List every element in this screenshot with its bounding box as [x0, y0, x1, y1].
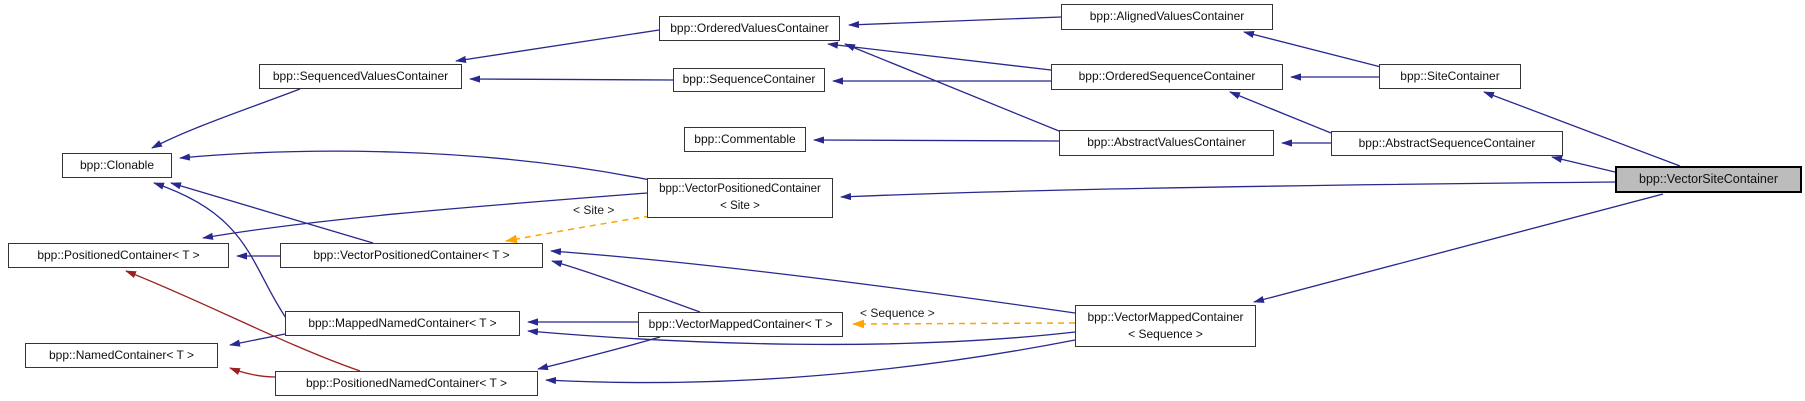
- edge-vectorpositionedsite-to-positionedcontainer: [202, 192, 648, 240]
- node-label: bpp::SequenceContainer: [682, 72, 816, 87]
- edge-orderedvalues-to-sequencedvalues: [455, 29, 660, 64]
- edge-sequencedvalues-to-clonable: [151, 88, 301, 149]
- node-label: bpp::VectorSiteContainer: [1639, 172, 1778, 187]
- node-clonable[interactable]: bpp::Clonable: [62, 153, 172, 178]
- node-label-line2: < Sequence >: [1128, 327, 1203, 341]
- node-label: bpp::VectorPositionedContainer< T >: [313, 247, 510, 262]
- edge-template-site: [505, 215, 651, 244]
- node-aligned-values-container[interactable]: bpp::AlignedValuesContainer: [1061, 4, 1273, 30]
- node-label: bpp::VectorMappedContainer< T >: [648, 316, 833, 331]
- node-ordered-sequence-container[interactable]: bpp::OrderedSequenceContainer: [1051, 64, 1283, 90]
- node-vector-mapped-container-sequence[interactable]: bpp::VectorMappedContainer < Sequence >: [1075, 305, 1256, 347]
- edge-abstractvalues-to-orderedvalues: [844, 43, 1060, 132]
- node-abstract-sequence-container[interactable]: bpp::AbstractSequenceContainer: [1331, 131, 1563, 156]
- edge-sitecontainer-to-alignedvalues: [1243, 30, 1382, 68]
- edge-mappednamed-to-namedcontainer: [229, 333, 286, 347]
- edge-vectormappedsequence-to-mappednamed: [527, 328, 1076, 346]
- edge-vectorsite-to-abstractsequence: [1551, 155, 1616, 173]
- node-positioned-container[interactable]: bpp::PositionedContainer< T >: [8, 243, 229, 268]
- edge-vectorpositionedsite-to-clonable: [179, 150, 651, 181]
- node-commentable[interactable]: bpp::Commentable: [684, 127, 806, 152]
- node-sequence-container[interactable]: bpp::SequenceContainer: [673, 68, 825, 92]
- node-label: bpp::SequencedValuesContainer: [272, 68, 449, 83]
- edge-vectormappedt-to-vectorpositionedt: [551, 260, 701, 313]
- node-label: bpp::VectorMappedContainer: [1087, 309, 1244, 324]
- node-label: bpp::PositionedContainer< T >: [37, 247, 200, 262]
- node-sequenced-values-container[interactable]: bpp::SequencedValuesContainer: [259, 64, 462, 89]
- node-label: bpp::NamedContainer< T >: [49, 347, 194, 362]
- edge-abstractvalues-to-commentable: [813, 136, 1060, 144]
- node-label: bpp::SiteContainer: [1400, 68, 1500, 83]
- node-label: bpp::AbstractSequenceContainer: [1358, 135, 1536, 150]
- node-label-line2: < Site >: [720, 200, 760, 212]
- template-arg-label-sequence: < Sequence >: [860, 306, 935, 320]
- edge-template-sequence: [852, 319, 1076, 329]
- node-label: bpp::VectorPositionedContainer: [659, 183, 821, 196]
- node-vector-positioned-container-site[interactable]: bpp::VectorPositionedContainer < Site >: [647, 178, 833, 218]
- node-vector-site-container[interactable]: bpp::VectorSiteContainer: [1615, 166, 1802, 193]
- node-label: bpp::Commentable: [694, 131, 796, 146]
- node-vector-mapped-container-t[interactable]: bpp::VectorMappedContainer< T >: [638, 312, 843, 337]
- edge-vectormappedsequence-to-vectorpositionedt: [550, 248, 1076, 314]
- edge-vectorsite-to-vectorpositionedsite: [840, 181, 1616, 201]
- node-label: bpp::AlignedValuesContainer: [1089, 9, 1245, 24]
- node-named-container[interactable]: bpp::NamedContainer< T >: [25, 343, 218, 368]
- node-positioned-named-container[interactable]: bpp::PositionedNamedContainer< T >: [275, 371, 538, 396]
- node-site-container[interactable]: bpp::SiteContainer: [1379, 64, 1521, 89]
- edge-vectorpositionedt-to-clonable: [170, 182, 374, 244]
- node-label: bpp::Clonable: [79, 157, 155, 172]
- node-abstract-values-container[interactable]: bpp::AbstractValuesContainer: [1059, 130, 1274, 156]
- edge-alignedvalues-to-orderedvalues: [848, 16, 1062, 29]
- edge-positionednamed-to-positionedcontainer: [125, 270, 361, 372]
- node-vector-positioned-container-t[interactable]: bpp::VectorPositionedContainer< T >: [280, 243, 543, 268]
- node-label: bpp::PositionedNamedContainer< T >: [305, 375, 508, 390]
- edge-vectorsite-to-vectormappedsequence: [1253, 193, 1664, 303]
- edge-mappednamed-to-clonable: [153, 182, 287, 319]
- edge-vectormappedt-to-positionednamed: [537, 336, 661, 371]
- edge-positionednamed-to-namedcontainer: [229, 367, 276, 378]
- edge-vectorsite-to-sitecontainer: [1483, 91, 1681, 167]
- template-arg-label-site: < Site >: [573, 203, 615, 217]
- node-label: bpp::OrderedValuesContainer: [670, 20, 829, 35]
- node-label: bpp::AbstractValuesContainer: [1087, 135, 1246, 150]
- node-label: bpp::MappedNamedContainer< T >: [308, 315, 497, 330]
- node-mapped-named-container[interactable]: bpp::MappedNamedContainer< T >: [285, 311, 520, 336]
- node-ordered-values-container[interactable]: bpp::OrderedValuesContainer: [659, 16, 840, 41]
- node-label: bpp::OrderedSequenceContainer: [1078, 69, 1256, 84]
- edge-vectormappedsequence-to-positionednamed: [545, 339, 1076, 385]
- edge-orderedsequence-to-orderedvalues: [827, 41, 1052, 71]
- edge-abstractsequence-to-orderedsequence: [1229, 91, 1332, 134]
- edge-sequencecontainer-to-sequencedvalues: [469, 75, 674, 83]
